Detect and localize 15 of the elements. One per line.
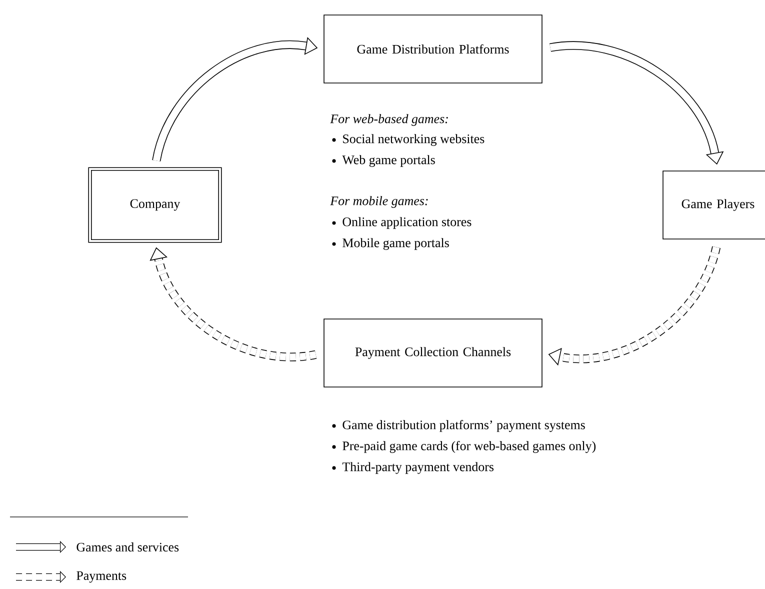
- process-box: Game Players: [662, 170, 765, 240]
- list-heading: For mobile games:: [330, 196, 428, 208]
- list-item: Pre-paid game cards (for web-based games only): [342, 441, 596, 453]
- process-box: Game Distribution Platforms: [324, 14, 542, 84]
- legend-label: Games and services: [76, 542, 179, 552]
- company-box: Company: [88, 167, 222, 243]
- process-box: Payment Collection Channels: [324, 318, 542, 388]
- list-item: Online application stores: [342, 217, 472, 229]
- list-item: Web game portals: [342, 155, 435, 167]
- list-item: Mobile game portals: [342, 238, 449, 250]
- legend-label: Payments: [76, 571, 126, 583]
- list-heading: For web-based games:: [330, 114, 448, 126]
- list-item: Third-party payment vendors: [342, 462, 494, 474]
- list-item: Social networking websites: [343, 134, 484, 146]
- list-item: Game distribution platforms’ payment systems: [342, 420, 585, 432]
